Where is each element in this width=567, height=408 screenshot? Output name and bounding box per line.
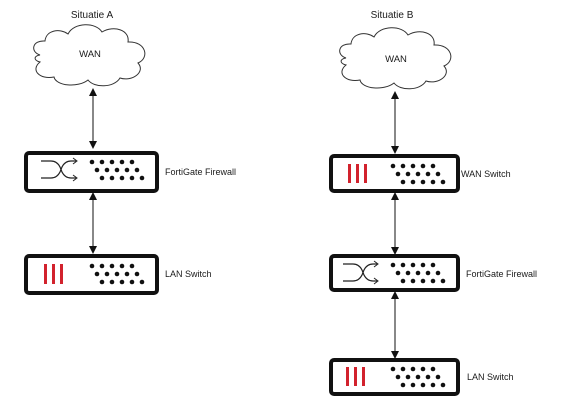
device-box <box>24 151 159 193</box>
wan-label: WAN <box>79 49 101 60</box>
device-box <box>329 154 460 193</box>
situation-a-title: Situatie A <box>71 10 114 21</box>
cloud-icon <box>33 24 146 87</box>
cloud-icon <box>339 27 452 90</box>
device-label: WAN Switch <box>461 169 511 179</box>
device-box <box>329 254 460 292</box>
red-bars-icon <box>346 367 365 386</box>
crossover-arrows-icon <box>41 157 78 182</box>
device-label: LAN Switch <box>467 372 514 382</box>
situation-b: Situatie B WAN WAN Switch <box>329 10 537 396</box>
lan-switch-device: LAN Switch <box>329 358 514 396</box>
wan-cloud: WAN <box>33 24 146 87</box>
device-label: FortiGate Firewall <box>466 269 537 279</box>
wan-cloud: WAN <box>339 27 452 90</box>
device-label: LAN Switch <box>165 269 212 279</box>
wan-switch-device: WAN Switch <box>329 154 511 193</box>
fortigate-firewall-device: FortiGate Firewall <box>329 254 537 292</box>
fortigate-firewall-device: FortiGate Firewall <box>24 151 236 193</box>
red-bars-icon <box>348 164 367 183</box>
crossover-arrows-icon <box>343 260 379 285</box>
situation-a: Situatie A WAN FortiGate Firewall <box>24 10 236 295</box>
wan-label: WAN <box>385 54 407 65</box>
red-bars-icon <box>44 264 63 284</box>
situation-b-title: Situatie B <box>371 10 414 21</box>
device-label: FortiGate Firewall <box>165 167 236 177</box>
device-box <box>24 254 159 295</box>
lan-switch-device: LAN Switch <box>24 254 212 295</box>
